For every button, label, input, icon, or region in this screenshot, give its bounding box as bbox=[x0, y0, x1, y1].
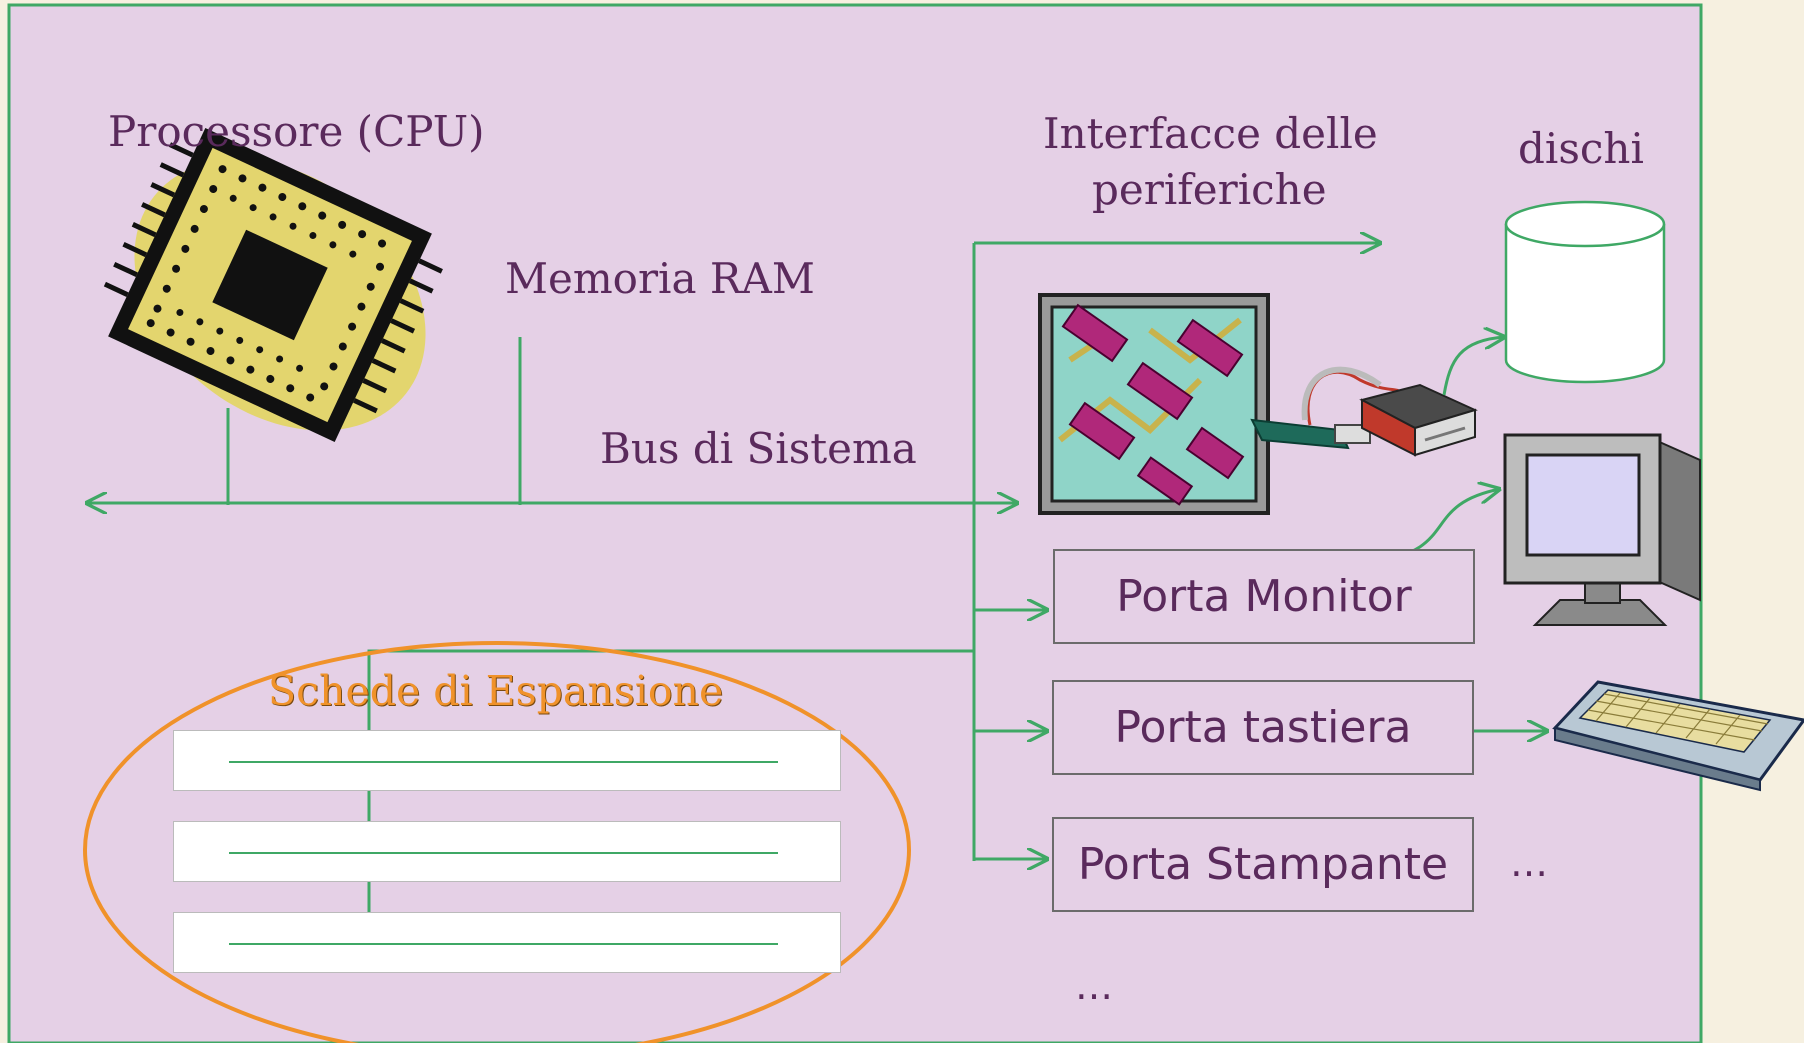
card-slot-line bbox=[229, 851, 778, 854]
cpu-label: Processore (CPU) bbox=[108, 107, 485, 156]
monitor-port-box: Porta Monitor bbox=[1053, 549, 1475, 644]
monitor-icon bbox=[1503, 433, 1701, 626]
cpu-chip-icon bbox=[103, 127, 443, 443]
interfaces-label-line2: periferiche bbox=[1092, 165, 1327, 214]
printer-port-box: Porta Stampante bbox=[1052, 817, 1474, 912]
ellipsis-right: … bbox=[1510, 841, 1548, 885]
disks-label: dischi bbox=[1518, 124, 1644, 173]
expansion-highlight-ellipse bbox=[83, 641, 911, 1043]
disk-drive-icon bbox=[1250, 366, 1478, 457]
interfaces-label-line1: Interfacce delle bbox=[1043, 109, 1378, 158]
expansion-label: Schede di Espansione bbox=[268, 667, 724, 715]
motherboard-icon bbox=[1038, 293, 1270, 515]
ellipsis-bottom: … bbox=[1075, 964, 1113, 1008]
expansion-card bbox=[173, 912, 841, 973]
expansion-card bbox=[173, 821, 841, 882]
keyboard-icon bbox=[1552, 680, 1804, 792]
system-bus-label: Bus di Sistema bbox=[600, 424, 917, 473]
ram-label: Memoria RAM bbox=[505, 254, 815, 303]
expansion-card bbox=[173, 730, 841, 791]
keyboard-port-box: Porta tastiera bbox=[1052, 680, 1474, 775]
card-slot-line bbox=[229, 942, 778, 945]
disk-cylinder-icon bbox=[1504, 200, 1666, 384]
arrow-to-disks bbox=[1442, 337, 1505, 396]
card-slot-line bbox=[229, 760, 778, 763]
